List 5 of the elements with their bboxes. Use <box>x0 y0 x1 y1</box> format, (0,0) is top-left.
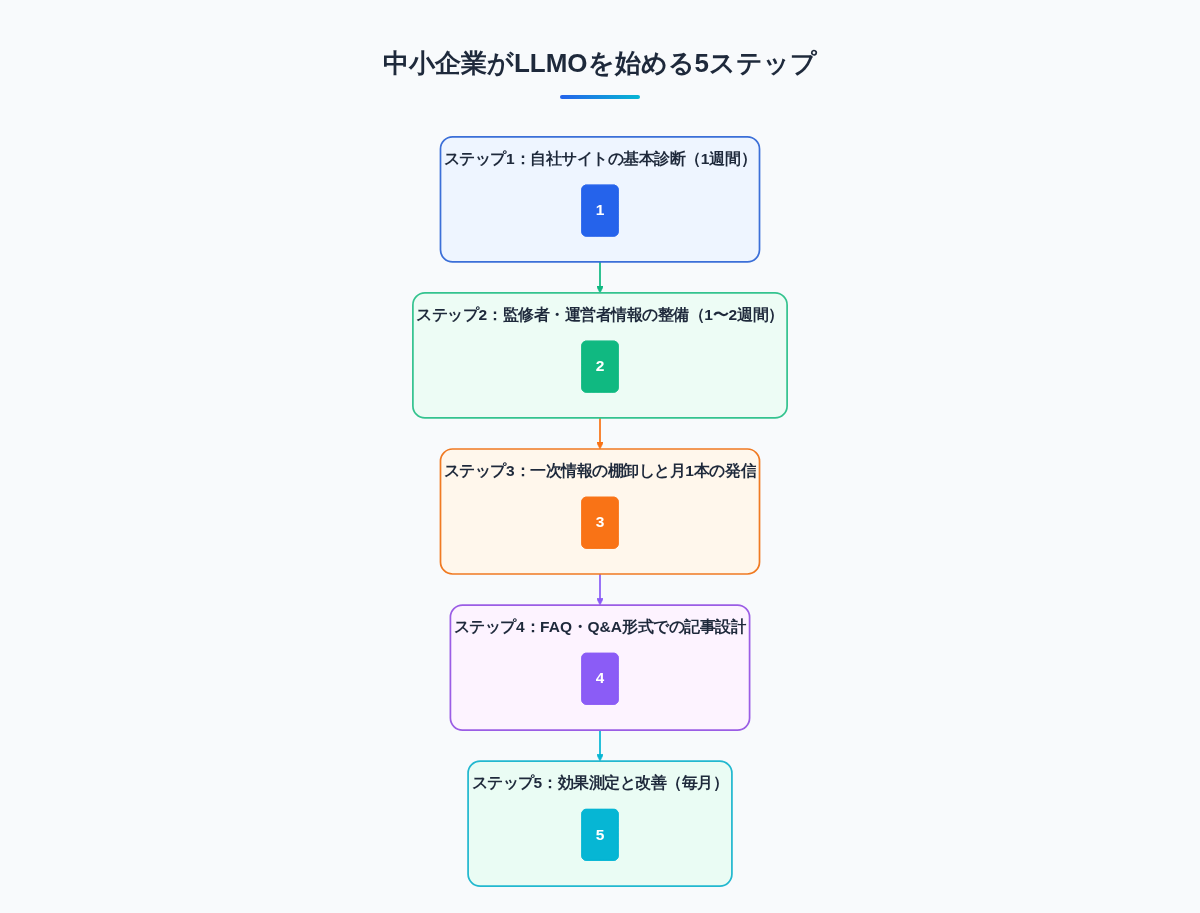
arrow <box>596 573 604 606</box>
diagram-title: 中小企業がLLMOを始める5ステップ <box>382 47 818 80</box>
arrow <box>596 729 604 762</box>
arrow <box>596 261 604 294</box>
arrow <box>596 417 604 450</box>
